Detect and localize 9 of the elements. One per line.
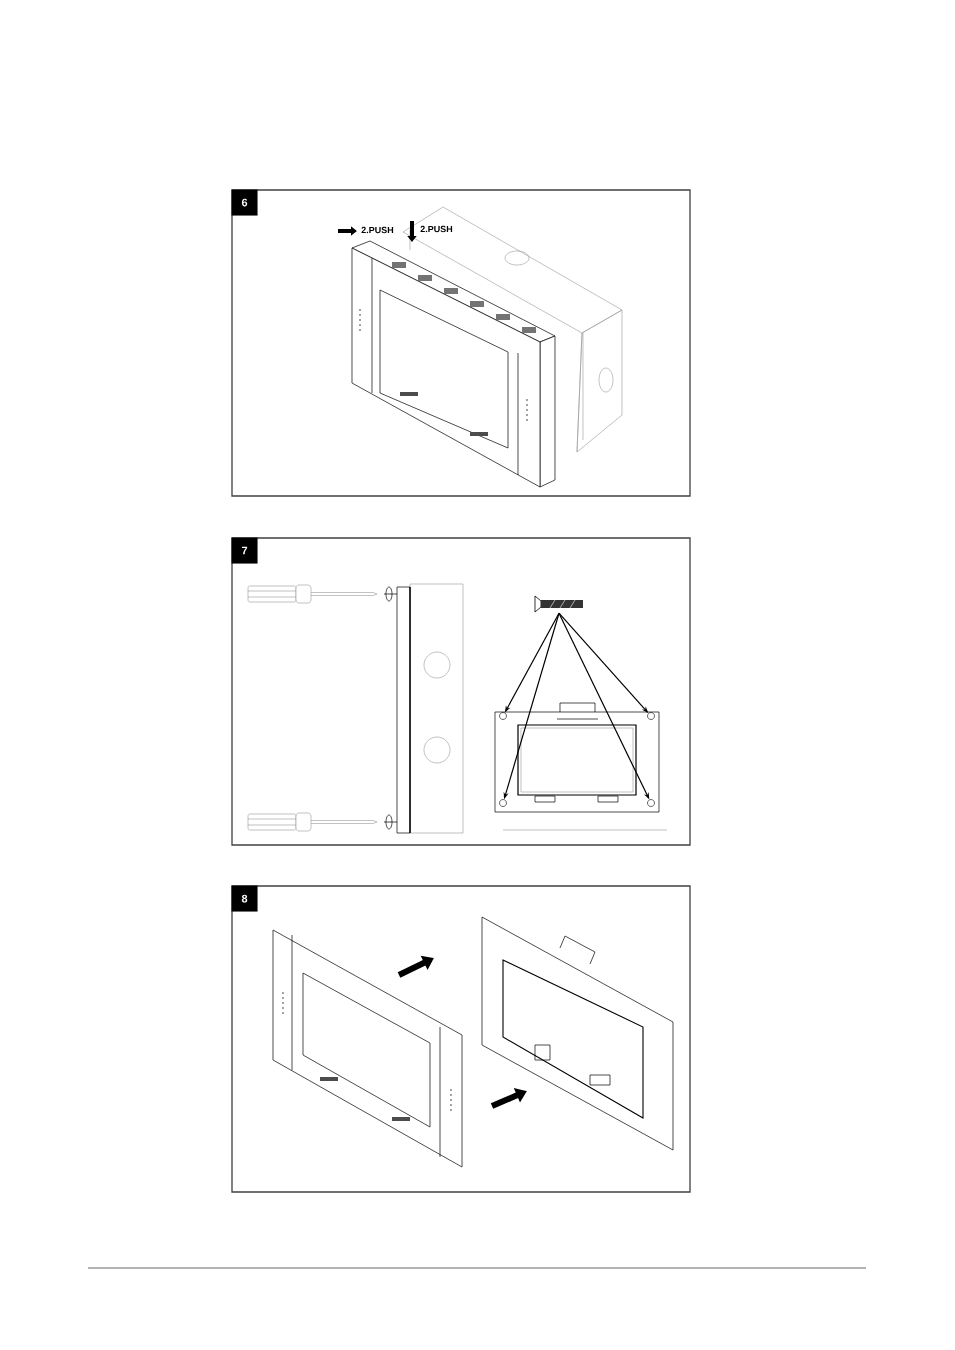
instruction-label: 2.PUSH: [420, 225, 453, 233]
step-panel: 7: [231, 537, 691, 846]
mounting-hole: [499, 712, 507, 720]
mounting-hole: [647, 799, 655, 807]
screw-picture: [534, 595, 583, 613]
instruction-label: 2.PUSH: [361, 226, 394, 234]
mounting-hole: [499, 799, 507, 807]
mounting-hole: [647, 712, 655, 720]
step-panel: 8: [231, 885, 691, 1193]
